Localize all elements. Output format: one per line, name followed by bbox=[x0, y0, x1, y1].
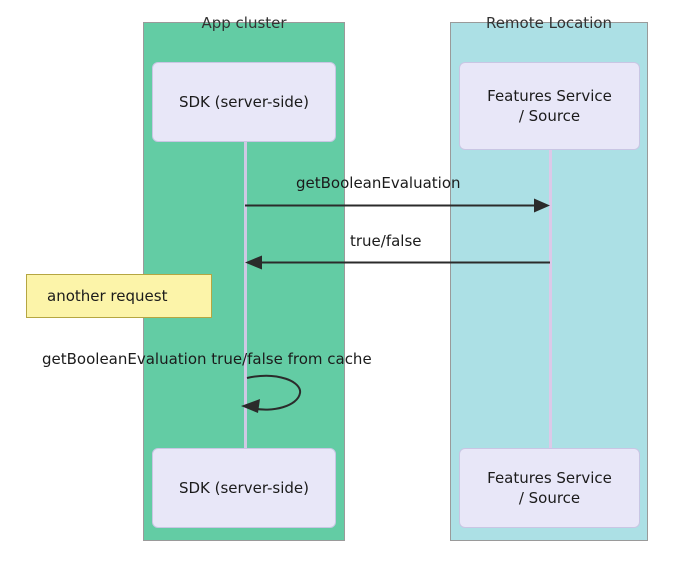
message-label-true-false: true/false bbox=[350, 232, 422, 250]
features-line-1: Features Service bbox=[487, 87, 612, 105]
features-bottom-line-1: Features Service bbox=[487, 469, 612, 487]
participant-features-service-top-text: Features Service / Source bbox=[487, 86, 612, 126]
participant-sdk-top[interactable]: SDK (server-side) bbox=[152, 62, 336, 142]
note-another-request: another request bbox=[26, 274, 212, 318]
participant-features-service-bottom-text: Features Service / Source bbox=[487, 468, 612, 508]
message-label-self-cache: getBooleanEvaluation true/false from cac… bbox=[42, 350, 372, 368]
group-remote-location-label: Remote Location bbox=[485, 14, 613, 32]
participant-features-service-bottom[interactable]: Features Service / Source bbox=[459, 448, 640, 528]
message-arrow-get-boolean-evaluation bbox=[245, 198, 550, 213]
group-app-cluster-label: App cluster bbox=[201, 14, 287, 32]
participant-sdk-bottom[interactable]: SDK (server-side) bbox=[152, 448, 336, 528]
lifeline-features-service bbox=[549, 142, 552, 448]
lifeline-sdk bbox=[244, 142, 247, 448]
message-label-get-boolean-evaluation: getBooleanEvaluation bbox=[296, 174, 461, 192]
message-arrow-self-cache bbox=[241, 374, 302, 413]
features-line-2: / Source bbox=[518, 107, 581, 125]
participant-features-service-top[interactable]: Features Service / Source bbox=[459, 62, 640, 150]
message-arrow-true-false bbox=[245, 255, 550, 270]
features-bottom-line-2: / Source bbox=[518, 489, 581, 507]
